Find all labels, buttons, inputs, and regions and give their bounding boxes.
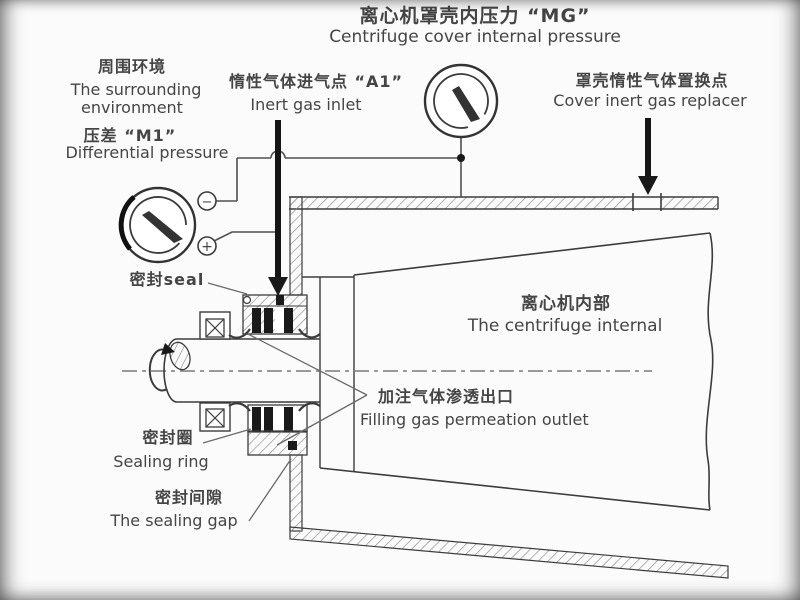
gauge-dark-arc [118, 195, 136, 251]
shaft-end-cap [163, 338, 178, 403]
seal-ring-element [284, 407, 293, 432]
minus-port-icon: − [197, 191, 217, 211]
gauge-needle [142, 211, 183, 243]
cover-top-wall [289, 193, 719, 211]
upper-bearing-icon [199, 311, 231, 340]
upper-seal-assembly [228, 294, 321, 339]
rotor-break-line [705, 232, 714, 511]
plus-tap-line [213, 231, 276, 242]
label-diff-pressure-en: Differential pressure [65, 143, 228, 162]
label-surrounding-en1: The surrounding [70, 80, 202, 99]
mg-gauge-icon [423, 63, 499, 139]
label-mg-title-en: Centrifuge cover internal pressure [329, 27, 621, 47]
label-permeation-en: Filling gas permeation outlet [360, 410, 589, 429]
label-surrounding-zh: 周围环境 [98, 57, 166, 76]
labels: 离心机罩壳内压力 “MG” Centrifuge cover internal … [65, 4, 747, 530]
cover-left-wall [289, 196, 303, 532]
lower-bearing-icon [199, 402, 231, 432]
cover-housing [289, 193, 729, 579]
seal-ring-element [264, 407, 273, 432]
permeation-leader-lower [276, 394, 368, 446]
lower-seal-assembly [228, 402, 321, 456]
label-replacer-zh: 罩壳惰性气体置换点 [575, 71, 728, 90]
seal-ring-element [264, 308, 273, 333]
gas-leak-curl [298, 402, 321, 412]
label-internal-en: The centrifuge internal [467, 316, 663, 336]
seal-ring-element [252, 407, 261, 432]
cover-bottom-wall [289, 526, 729, 579]
gauge-needle [452, 86, 480, 122]
pressure-lines [213, 137, 465, 242]
m1-gauge-icon: − + [118, 186, 217, 264]
rotor-outline [302, 232, 714, 511]
gas-leak-curl [298, 328, 321, 339]
junction-dot [457, 154, 465, 162]
shaft-section-hatch [169, 341, 191, 371]
shaft [163, 338, 320, 403]
seal-ring-element [252, 308, 261, 333]
permeation-leader-upper [247, 333, 368, 396]
label-sealing-gap-en: The sealing gap [109, 511, 237, 530]
minus-symbol: − [202, 195, 213, 210]
gas-leak-curl [228, 402, 251, 412]
label-inlet-zh: 惰性气体进气点 “A1” [229, 72, 403, 91]
leader-lines [202, 282, 368, 522]
label-sealing-ring-en: Sealing ring [113, 452, 208, 471]
plus-port-icon: + [197, 236, 217, 256]
label-diff-pressure-zh: 压差 “M1” [84, 126, 177, 145]
label-surrounding-en2: environment [81, 98, 183, 117]
label-seal: 密封seal [129, 270, 205, 289]
rotation-arrow-icon [148, 343, 175, 392]
label-internal-zh: 离心机内部 [521, 293, 611, 314]
label-sealing-gap-zh: 密封间隙 [154, 488, 223, 507]
inlet-arrow-icon [268, 120, 288, 296]
plus-symbol: + [201, 239, 213, 255]
label-sealing-ring-zh: 密封圈 [141, 428, 193, 447]
rotor-bottom-edge [319, 467, 711, 511]
label-replacer-en: Cover inert gas replacer [553, 91, 747, 110]
label-inlet-en: Inert gas inlet [250, 95, 361, 114]
seal-ring-element [284, 308, 293, 333]
seal-leader [207, 282, 248, 295]
label-permeation-zh: 加注气体渗透出口 [377, 387, 514, 406]
label-mg-title-zh: 离心机罩壳内压力 “MG” [359, 4, 590, 27]
gas-leak-curl [228, 328, 251, 339]
sealing-ring-leader [202, 428, 252, 444]
replacer-arrow-icon [638, 118, 658, 195]
seal-pin-icon [242, 295, 252, 305]
rotor-top-edge [353, 232, 711, 276]
sealing-gap-leader [248, 458, 292, 522]
